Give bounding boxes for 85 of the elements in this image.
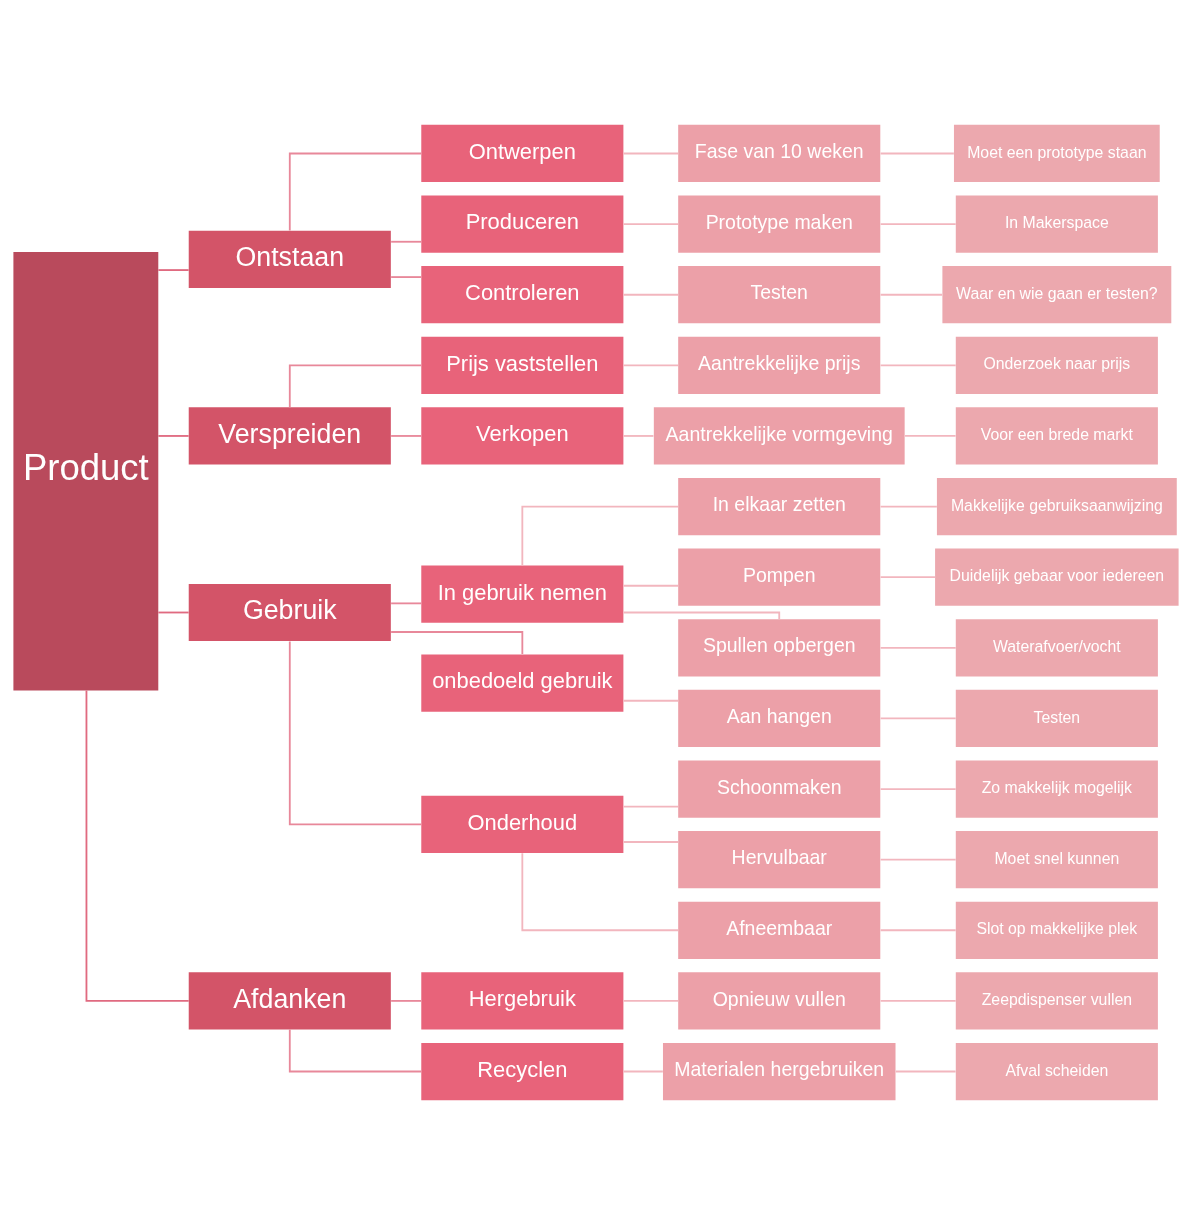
node-box: Controleren	[421, 265, 624, 323]
node-box: Verkopen	[421, 406, 624, 465]
connector	[879, 646, 957, 649]
node-box: Materialen hergebruiken	[662, 1042, 896, 1100]
connector	[390, 601, 422, 604]
node-box: Ontstaan	[188, 230, 391, 288]
connector	[288, 640, 422, 825]
connector	[879, 787, 957, 790]
node-box: Aan hangen	[678, 689, 881, 747]
node-box: Waterafvoer/vocht	[955, 618, 1158, 676]
node-box: Onderhoud	[421, 795, 624, 853]
node-box: Makkelijke gebruiksaanwijzing	[936, 477, 1177, 535]
node-box: Ontwerpen	[421, 124, 624, 182]
connector	[879, 717, 957, 719]
node-box: In gebruik nemen	[421, 565, 624, 623]
connector	[288, 1028, 422, 1072]
node-box: Afneembaar	[678, 901, 881, 959]
connector	[879, 928, 957, 931]
node-box: Spullen opbergen	[678, 618, 881, 676]
connector	[622, 222, 680, 225]
connector	[904, 434, 957, 437]
connector	[622, 434, 655, 437]
connector	[288, 152, 422, 231]
connector	[622, 840, 680, 843]
connector	[879, 505, 938, 507]
node-box: Testen	[678, 265, 881, 323]
node-box: In elkaar zetten	[678, 477, 881, 535]
node-box: Schoonmaken	[678, 759, 881, 818]
node-box: Aantrekkelijke prijs	[678, 336, 881, 394]
connector	[85, 689, 190, 1002]
node-box: Testen	[955, 689, 1158, 747]
connector	[622, 699, 680, 702]
node-box: Fase van 10 weken	[678, 124, 881, 182]
node-box: Voor een brede markt	[955, 406, 1158, 465]
connector	[622, 363, 680, 366]
node-box: Recyclen	[421, 1042, 624, 1100]
connector	[879, 152, 955, 154]
connector	[879, 363, 957, 366]
connector	[157, 268, 190, 271]
node-box: Moet een prototype staan	[953, 124, 1160, 182]
connector	[390, 434, 422, 437]
connector	[879, 858, 957, 861]
connector	[390, 275, 422, 278]
node-box: Duidelijk gebaar voor iedereen	[935, 548, 1179, 606]
connector	[879, 293, 943, 296]
node-box: Waar en wie gaan er testen?	[942, 265, 1172, 323]
connector	[157, 434, 190, 437]
node-box: Zo makkelijk mogelijk	[955, 759, 1158, 818]
connector	[622, 293, 680, 296]
connector	[879, 999, 957, 1002]
node-box: Product	[13, 251, 159, 690]
connector	[521, 851, 679, 931]
connector	[390, 630, 524, 655]
connector	[288, 363, 422, 408]
node-box: Produceren	[421, 195, 624, 253]
connector	[622, 999, 680, 1002]
connector	[879, 222, 957, 225]
connector	[894, 1070, 957, 1072]
connector	[622, 805, 680, 808]
node-box: In Makerspace	[955, 195, 1158, 253]
node-box: Afdanken	[188, 971, 391, 1029]
connector	[157, 611, 190, 613]
connector	[521, 505, 679, 566]
connector	[622, 611, 781, 620]
node-box: Hergebruik	[421, 971, 624, 1029]
node-box: Pompen	[678, 548, 881, 606]
node-box: Verspreiden	[188, 406, 391, 465]
node-box: Opnieuw vullen	[678, 971, 881, 1029]
connector	[879, 575, 936, 578]
node-box: Moet snel kunnen	[955, 830, 1158, 888]
connector	[622, 152, 680, 154]
node-box: Gebruik	[188, 583, 391, 641]
node-box: Hervulbaar	[678, 830, 881, 888]
connector	[390, 999, 422, 1002]
connector	[622, 1070, 664, 1072]
connector	[622, 584, 680, 587]
node-box: onbedoeld gebruik	[421, 654, 624, 712]
node-box: Onderzoek naar prijs	[955, 336, 1158, 394]
node-box: Slot op makkelijke plek	[955, 901, 1158, 959]
node-box: Prijs vaststellen	[421, 336, 624, 394]
node-box: Zeepdispenser vullen	[955, 971, 1158, 1029]
node-box: Aantrekkelijke vormgeving	[653, 406, 905, 465]
connector	[390, 240, 422, 243]
node-box: Prototype maken	[678, 195, 881, 253]
node-box: Afval scheiden	[955, 1042, 1158, 1100]
